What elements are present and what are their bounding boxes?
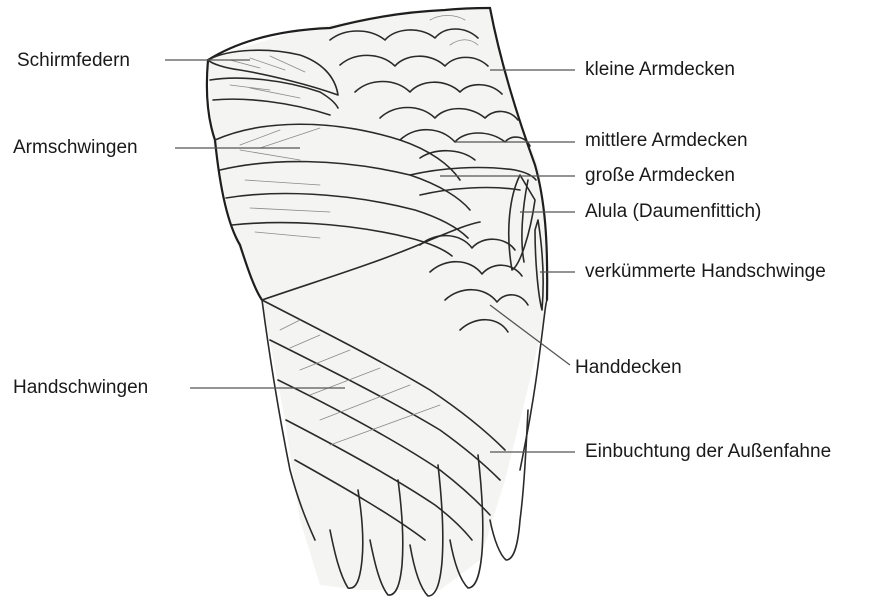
label-einbuchtung: Einbuchtung der Außenfahne	[585, 441, 831, 463]
label-mittlere-armdecken: mittlere Armdecken	[585, 130, 748, 152]
label-schirmfedern: Schirmfedern	[17, 50, 130, 72]
label-handschwingen: Handschwingen	[13, 377, 148, 399]
label-alula: Alula (Daumenfittich)	[585, 201, 761, 223]
label-handdecken: Handdecken	[575, 357, 682, 379]
wing-fill	[208, 8, 548, 590]
label-kleine-armdecken: kleine Armdecken	[585, 59, 735, 81]
label-armschwingen: Armschwingen	[13, 137, 138, 159]
label-grosse-armdecken: große Armdecken	[585, 165, 735, 187]
label-verkuemmerte-handschwinge: verkümmerte Handschwinge	[585, 261, 826, 283]
